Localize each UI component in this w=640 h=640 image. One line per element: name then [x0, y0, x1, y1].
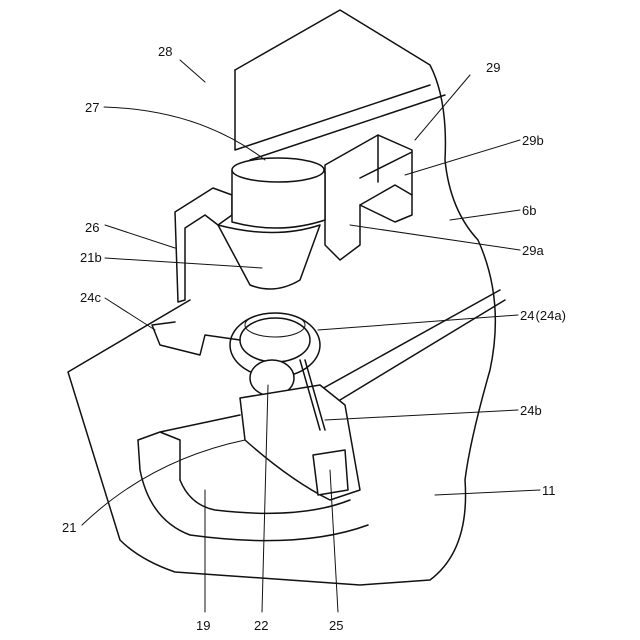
- leader-29b: [405, 140, 520, 175]
- label-26: 26: [85, 220, 99, 235]
- wire-24c: [152, 322, 240, 355]
- label-22: 22: [254, 618, 268, 633]
- label-29: 29: [486, 60, 500, 75]
- label-25: 25: [329, 618, 343, 633]
- funnel-21b: [218, 225, 320, 289]
- label-21: 21: [62, 520, 76, 535]
- leader-29: [415, 75, 470, 140]
- label-29a: 29a: [522, 243, 544, 258]
- label-6b: 6b: [522, 203, 536, 218]
- leader-24c: [105, 298, 155, 330]
- leader-21: [82, 440, 245, 525]
- lower-shelf: [320, 290, 505, 400]
- label-27: 27: [85, 100, 99, 115]
- label-19: 19: [196, 618, 210, 633]
- label-24c: 24c: [80, 290, 101, 305]
- label-24: 24 (24a): [520, 308, 566, 323]
- leader-24b: [325, 410, 518, 420]
- leader-26: [105, 225, 175, 248]
- base-wall: [138, 415, 240, 480]
- leader-29a: [350, 225, 520, 250]
- leader-11: [435, 490, 540, 495]
- bracket-26: [175, 188, 232, 302]
- connector-block-29: [325, 135, 412, 260]
- leader-27: [104, 107, 265, 160]
- housing-outline: [68, 10, 495, 585]
- label-29b: 29b: [522, 133, 544, 148]
- label-24b: 24b: [520, 403, 542, 418]
- label-28: 28: [158, 44, 172, 59]
- label-21b: 21b: [80, 250, 102, 265]
- part-27-top: [232, 158, 324, 182]
- leader-28: [180, 60, 205, 82]
- upper-ledge: [235, 70, 445, 160]
- leader-24: [318, 315, 518, 330]
- label-11: 11: [542, 483, 556, 498]
